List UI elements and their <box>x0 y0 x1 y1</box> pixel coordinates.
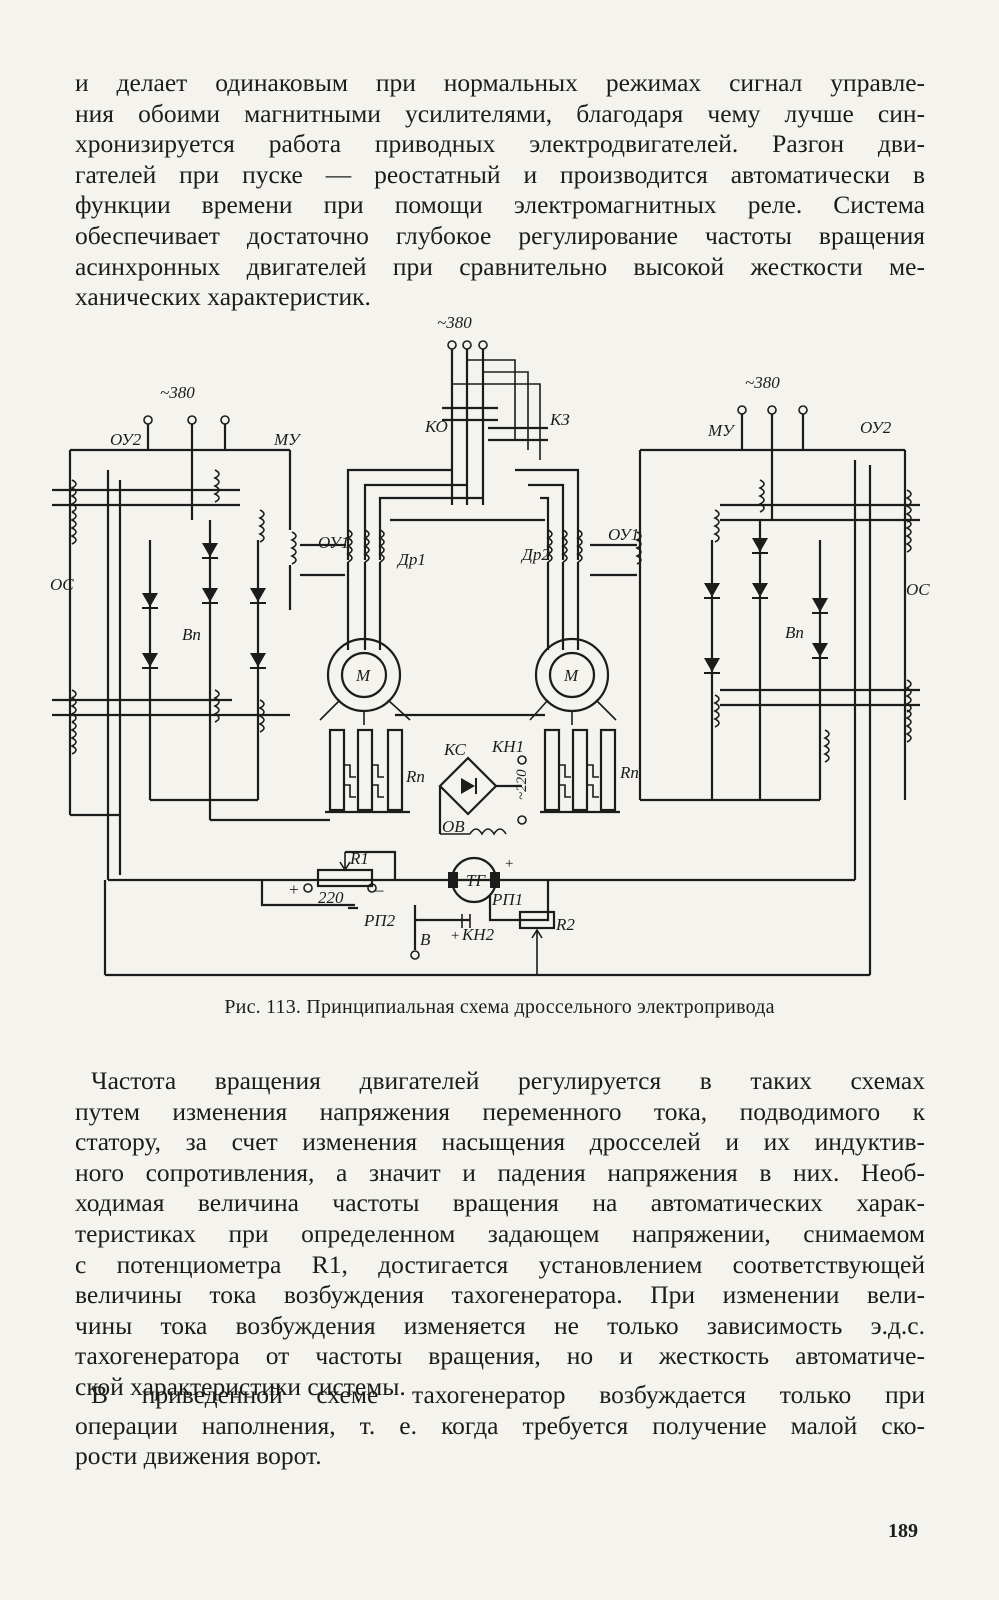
label-ko: КО <box>424 417 448 436</box>
magnetic-amplifier-right <box>590 405 920 975</box>
label-dr1: Др1 <box>396 550 426 569</box>
label-motor-right: М <box>563 666 579 685</box>
text-line: ния обоими магнитными усилителями, благо… <box>75 98 925 128</box>
text-line: рости движения ворот. <box>75 1441 322 1471</box>
text-line: гателей при пуске — реостатный и произво… <box>75 159 925 189</box>
text-line: величины тока возбуждения тахогенератора… <box>75 1280 925 1310</box>
tachogenerator-circuit <box>103 850 870 977</box>
circuit-diagram: ~380 ~380 ~380 ОУ2 МУ МУ ОУ2 КО КЗ ОУ1 О… <box>50 313 930 977</box>
starting-resistor-right <box>540 728 620 814</box>
label-tg-plus: + <box>504 856 514 872</box>
label-r2: R2 <box>555 915 575 934</box>
label-tg-minus: – <box>429 869 439 888</box>
starting-resistor-left <box>325 728 410 814</box>
paragraph-1: и делает одинаковым при нормальных режим… <box>75 68 925 313</box>
label-rp1: РП1 <box>491 890 523 909</box>
text-line: асинхронных двигателей при сравнительно … <box>75 251 925 281</box>
label-kn1: КН1 <box>491 737 524 756</box>
label-motor-left: М <box>355 666 371 685</box>
label-ou2-right: ОУ2 <box>860 418 892 437</box>
text-line: с потенциометра R1, достигается установл… <box>75 1249 925 1279</box>
text-line: ходимая величина частоты вращения на авт… <box>75 1188 925 1218</box>
text-line: операции наполнения, т. е. когда требует… <box>75 1410 925 1440</box>
label-rp-left: Rп <box>405 767 425 786</box>
label-supply-left: ~380 <box>160 383 195 402</box>
label-os-right: ОС <box>906 580 930 599</box>
text-line: ного сопротивления, а значит и падения н… <box>75 1157 925 1187</box>
text-line: статору, за счет изменения насыщения дро… <box>75 1127 925 1157</box>
text-line: Частота вращения двигателей регулируется… <box>91 1066 925 1095</box>
page-number: 189 <box>888 1520 918 1542</box>
label-dc220: 220 <box>318 888 344 907</box>
label-rp-right: Rп <box>619 763 639 782</box>
bridge-rectifier <box>438 755 527 836</box>
label-ov: ОВ <box>442 817 465 836</box>
label-rp2: РП2 <box>363 911 396 930</box>
label-vp-left: Вп <box>182 625 201 644</box>
label-minus: – <box>374 880 384 899</box>
label-ks: КС <box>443 740 466 759</box>
text-line: и делает одинаковым при нормальных режим… <box>75 68 925 97</box>
choke-dr2 <box>546 529 583 650</box>
text-line: ской характеристики системы. <box>75 1371 406 1401</box>
text-line: чины тока возбуждения изменяется не толь… <box>75 1310 925 1340</box>
label-mu-right: МУ <box>707 421 736 440</box>
label-tg: ТГ <box>466 871 486 890</box>
label-plus: + <box>288 880 299 899</box>
label-v220: ~220 <box>514 769 530 800</box>
choke-dr1 <box>346 529 385 650</box>
magnetic-amplifier-left <box>52 415 346 880</box>
label-kn2-plus: + <box>450 928 460 944</box>
label-dr2: Др2 <box>520 545 550 564</box>
paragraph-3: В приведенной схеме тахогенератор возбуж… <box>75 1380 925 1472</box>
figure-caption: Рис. 113. Принципиальная схема дроссельн… <box>224 996 775 1018</box>
label-b: В <box>420 930 431 949</box>
text-line: путем изменения напряжения переменного т… <box>75 1096 925 1126</box>
label-kn2: КН2 <box>461 925 495 944</box>
text-line: функции времени при помощи электромагнит… <box>75 190 925 220</box>
label-ou1-right: ОУ1 <box>608 525 639 544</box>
label-ou2-left: ОУ2 <box>110 430 142 449</box>
label-supply-top: ~380 <box>437 313 472 332</box>
label-mu-left: МУ <box>273 430 302 449</box>
text-line: тахогенератора от частоты вращения, но и… <box>75 1341 925 1371</box>
label-vp-right: Вп <box>785 623 804 642</box>
text-line: хронизируется работа приводных электродв… <box>75 129 925 159</box>
text-line: В приведенной схеме тахогенератор возбуж… <box>91 1380 925 1409</box>
label-os-left: ОС <box>50 575 74 594</box>
text-line: ханических характеристик. <box>75 282 371 312</box>
label-ou1-left: ОУ1 <box>318 533 349 552</box>
text-line: обеспечивает достаточно глубокое регулир… <box>75 220 925 250</box>
label-supply-right: ~380 <box>745 373 780 392</box>
label-kz: КЗ <box>549 410 570 429</box>
label-r1: R1 <box>349 849 369 868</box>
text-line: теристиках при определенном задающем нап… <box>75 1218 925 1248</box>
main-supply <box>346 340 580 560</box>
paragraph-2: Частота вращения двигателей регулируется… <box>75 1066 925 1403</box>
